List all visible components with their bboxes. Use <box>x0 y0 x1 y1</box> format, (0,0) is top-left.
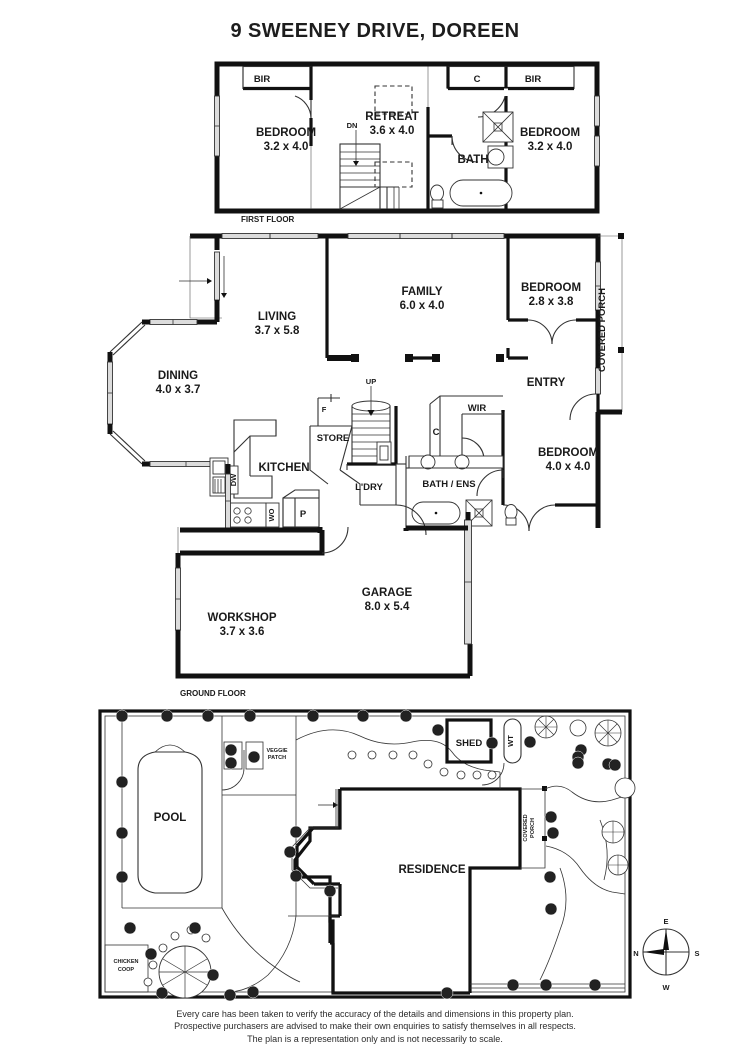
retreat-dims: 3.6 x 4.0 <box>370 125 415 137</box>
water-tank: WT <box>503 718 522 764</box>
walk-in-robe: WIR C <box>429 395 503 462</box>
compass-rose: E N S W <box>633 917 699 992</box>
first-floor-bathtub <box>449 179 513 207</box>
store-label: STORE <box>317 433 350 444</box>
workshop-dims: 3.7 x 3.6 <box>220 626 265 638</box>
compass-top-label: E <box>663 917 668 926</box>
disclaimer-line-3: The plan is a representation only and is… <box>247 1033 503 1044</box>
page-title: 9 SWEENEY DRIVE, DOREEN <box>230 20 520 42</box>
site-covered-porch-label-1: COVERED <box>523 814 529 841</box>
bedroom-first-left-label: BEDROOM <box>256 127 316 139</box>
ldry-label: L'DRY <box>355 482 383 493</box>
chicken-coop-label-1: CHICKEN <box>113 959 138 965</box>
bedroom-ground-2-dims: 4.0 x 4.0 <box>546 461 591 473</box>
cupboard-ground-label: C <box>433 427 440 438</box>
pantry-label: P <box>300 509 307 520</box>
bedroom-first-right-dims: 3.2 x 4.0 <box>528 141 573 153</box>
dining-label: DINING <box>158 370 198 382</box>
up-label: UP <box>366 377 376 386</box>
residence-label: RESIDENCE <box>398 864 465 876</box>
compass-right-label: S <box>694 949 699 958</box>
first-floor-bir-right: BIR <box>504 65 575 91</box>
kitchen: DW WO P KITCHEN <box>209 419 320 528</box>
first-floor-stairs-down: DN <box>339 121 400 210</box>
bedroom-ground-1-dims: 2.8 x 3.8 <box>529 296 574 308</box>
bath-ens-label: BATH / ENS <box>422 479 475 490</box>
veggie-patch-label-1: VEGGIE <box>266 748 287 754</box>
shrub-cluster <box>115 709 636 1002</box>
workshop-label: WORKSHOP <box>208 612 277 624</box>
chicken-coop-label-2: COOP <box>118 967 135 973</box>
living-dims: 3.7 x 5.8 <box>255 325 300 337</box>
disclaimer-line-2: Prospective purchasers are advised to ma… <box>174 1021 576 1032</box>
family-label: FAMILY <box>401 286 442 298</box>
garage-workshop: GARAGE 8.0 x 5.4 WORKSHOP 3.7 x 3.6 <box>175 512 473 679</box>
first-floor-shower <box>482 111 514 143</box>
tree-large <box>158 945 212 999</box>
bedroom-ground-1-label: BEDROOM <box>521 282 581 294</box>
dining-dims: 4.0 x 3.7 <box>156 384 201 396</box>
wir-label: WIR <box>468 403 487 414</box>
bir-left-label: BIR <box>254 74 271 85</box>
first-floor-group: BIR <box>214 61 600 224</box>
first-floor-cupboard: C <box>446 65 507 91</box>
garage-dims: 8.0 x 5.4 <box>365 601 410 613</box>
disclaimer-line-1: Every care has been taken to verify the … <box>176 1009 574 1019</box>
bath-ens: BATH / ENS <box>408 454 518 527</box>
shrub-dots <box>143 925 211 987</box>
bedroom-first-right-label: BEDROOM <box>520 127 580 139</box>
cupboard-first-label: C <box>474 74 481 85</box>
veggie-patch-label-2: PATCH <box>268 755 286 761</box>
stepping-stones <box>347 750 497 780</box>
bedroom-ground-2-label: BEDROOM <box>538 447 598 459</box>
store-stairs: F STORE UP <box>309 377 398 485</box>
disclaimer-block: Every care has been taken to verify the … <box>0 1008 750 1045</box>
veggie-patch: VEGGIE PATCH <box>223 741 288 770</box>
ground-floor-group: LIVING 3.7 x 5.8 DINING 4.0 x 3.7 FAMILY… <box>107 233 624 698</box>
first-floor-bir-left: BIR <box>242 65 312 91</box>
compass-bottom-label: W <box>662 983 670 992</box>
retreat-void-lower <box>374 161 413 188</box>
retreat-label: RETREAT <box>365 111 418 123</box>
wall-oven-label: WO <box>267 508 276 521</box>
tree-right <box>534 715 636 876</box>
bir-right-label: BIR <box>525 74 542 85</box>
compass-left-label: N <box>633 949 638 958</box>
shed-label: SHED <box>456 738 483 749</box>
shed: SHED <box>445 718 493 764</box>
first-floor-caption: FIRST FLOOR <box>241 215 295 224</box>
first-floor-toilet <box>430 184 444 209</box>
wt-label: WT <box>506 735 515 747</box>
dishwasher-label: DW <box>229 473 238 486</box>
laundry: L'DRY <box>339 441 427 536</box>
dn-label: DN <box>347 121 358 130</box>
covered-porch-label-1: COVERED PORCH <box>597 288 608 372</box>
site-plan-group: POOL VEGGIE PATCH <box>98 709 636 1002</box>
bath-first-label: BATH <box>457 154 488 166</box>
first-floor-vanity <box>487 145 514 169</box>
bedroom-first-left-dims: 3.2 x 4.0 <box>264 141 309 153</box>
family-dims: 6.0 x 4.0 <box>400 300 445 312</box>
living-label: LIVING <box>258 311 296 323</box>
chicken-coop: CHICKEN COOP <box>104 944 149 993</box>
ground-floor-caption: GROUND FLOOR <box>180 689 246 698</box>
entry-label: ENTRY <box>527 377 566 389</box>
site-covered-porch-label-2: PORCH <box>530 818 536 838</box>
retreat-void-upper <box>374 85 413 115</box>
pool-label: POOL <box>154 812 187 824</box>
kitchen-label: KITCHEN <box>258 462 309 474</box>
fridge-label: F <box>322 405 327 414</box>
garage-label: GARAGE <box>362 587 413 599</box>
